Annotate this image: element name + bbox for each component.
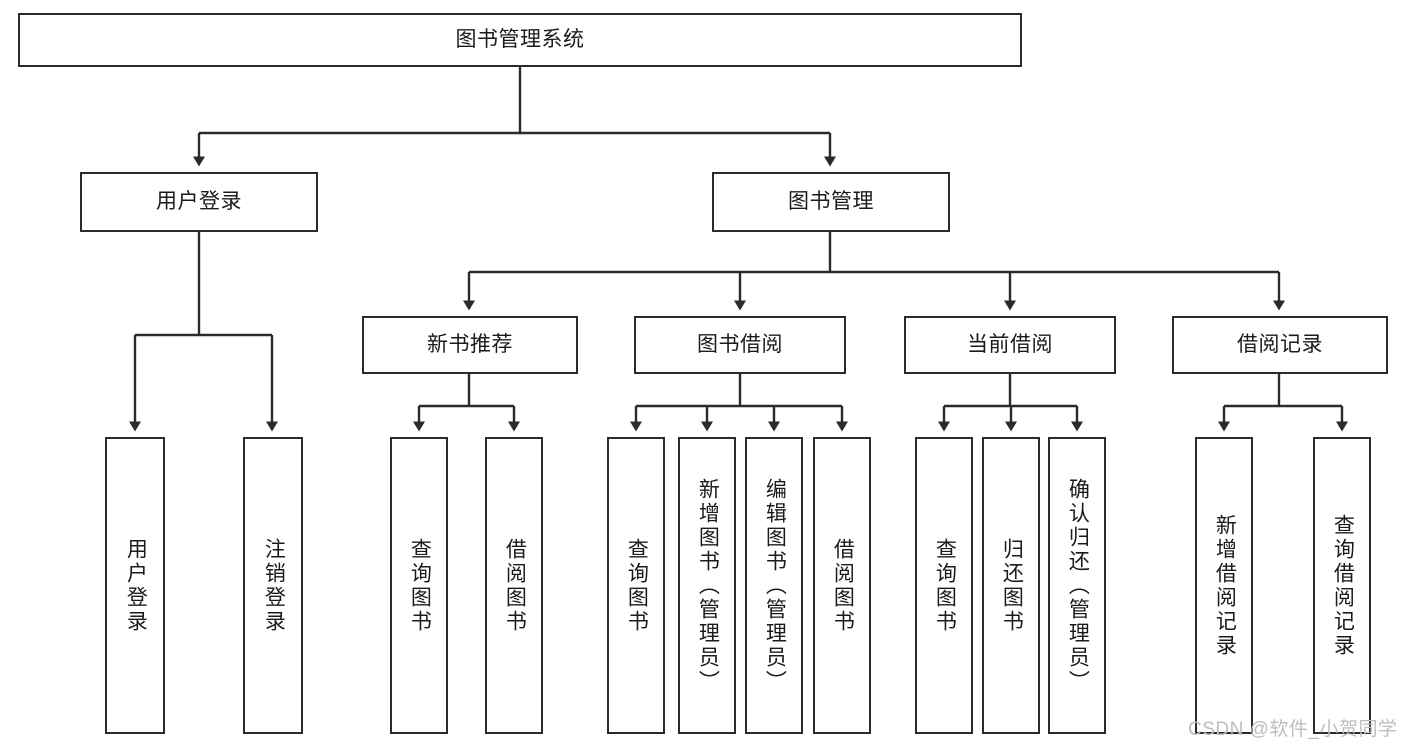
node-label: 确认归还（管理员） (1066, 477, 1090, 694)
node-label: 新书推荐 (427, 332, 513, 356)
node-label: 新增借阅记录 (1213, 513, 1237, 658)
node-label: 图书管理 (788, 189, 874, 213)
node-leaf-query-books-borrow[interactable]: 查询图书 (607, 437, 665, 734)
node-leaf-borrow-books-new[interactable]: 借阅图书 (485, 437, 543, 734)
node-label: 用户登录 (124, 537, 148, 634)
node-label: 用户登录 (156, 189, 242, 213)
node-leaf-add-borrow-record[interactable]: 新增借阅记录 (1195, 437, 1253, 734)
node-label: 新增图书（管理员） (696, 477, 720, 694)
node-label: 借阅图书 (831, 537, 855, 634)
node-root-book-management-system[interactable]: 图书管理系统 (18, 13, 1022, 67)
node-leaf-user-login[interactable]: 用户登录 (105, 437, 165, 734)
node-label: 图书管理系统 (455, 27, 585, 51)
node-leaf-confirm-return-admin[interactable]: 确认归还（管理员） (1048, 437, 1106, 734)
node-leaf-return-books[interactable]: 归还图书 (982, 437, 1040, 734)
node-label: 借阅图书 (503, 537, 527, 634)
node-label: 编辑图书（管理员） (763, 477, 787, 694)
node-label: 当前借阅 (967, 332, 1053, 356)
watermark-text: CSDN @软件_小贺同学 (1188, 719, 1398, 740)
node-leaf-query-books-new[interactable]: 查询图书 (390, 437, 448, 734)
node-current-borrowing[interactable]: 当前借阅 (904, 316, 1116, 374)
node-leaf-query-books-current[interactable]: 查询图书 (915, 437, 973, 734)
node-label: 归还图书 (1000, 537, 1024, 634)
node-leaf-add-book-admin[interactable]: 新增图书（管理员） (678, 437, 736, 734)
node-leaf-logout[interactable]: 注销登录 (243, 437, 303, 734)
node-borrowing-records[interactable]: 借阅记录 (1172, 316, 1388, 374)
node-label: 查询图书 (625, 537, 649, 634)
node-leaf-query-borrow-record[interactable]: 查询借阅记录 (1313, 437, 1371, 734)
node-book-borrowing[interactable]: 图书借阅 (634, 316, 846, 374)
node-new-book-recommendation[interactable]: 新书推荐 (362, 316, 578, 374)
node-book-management[interactable]: 图书管理 (712, 172, 950, 232)
node-label: 查询借阅记录 (1331, 513, 1355, 658)
node-label: 图书借阅 (697, 332, 783, 356)
node-label: 注销登录 (262, 537, 286, 634)
node-label: 查询图书 (408, 537, 432, 634)
node-user-login[interactable]: 用户登录 (80, 172, 318, 232)
node-label: 借阅记录 (1237, 332, 1323, 356)
node-leaf-borrow-books[interactable]: 借阅图书 (813, 437, 871, 734)
node-label: 查询图书 (933, 537, 957, 634)
node-leaf-edit-book-admin[interactable]: 编辑图书（管理员） (745, 437, 803, 734)
